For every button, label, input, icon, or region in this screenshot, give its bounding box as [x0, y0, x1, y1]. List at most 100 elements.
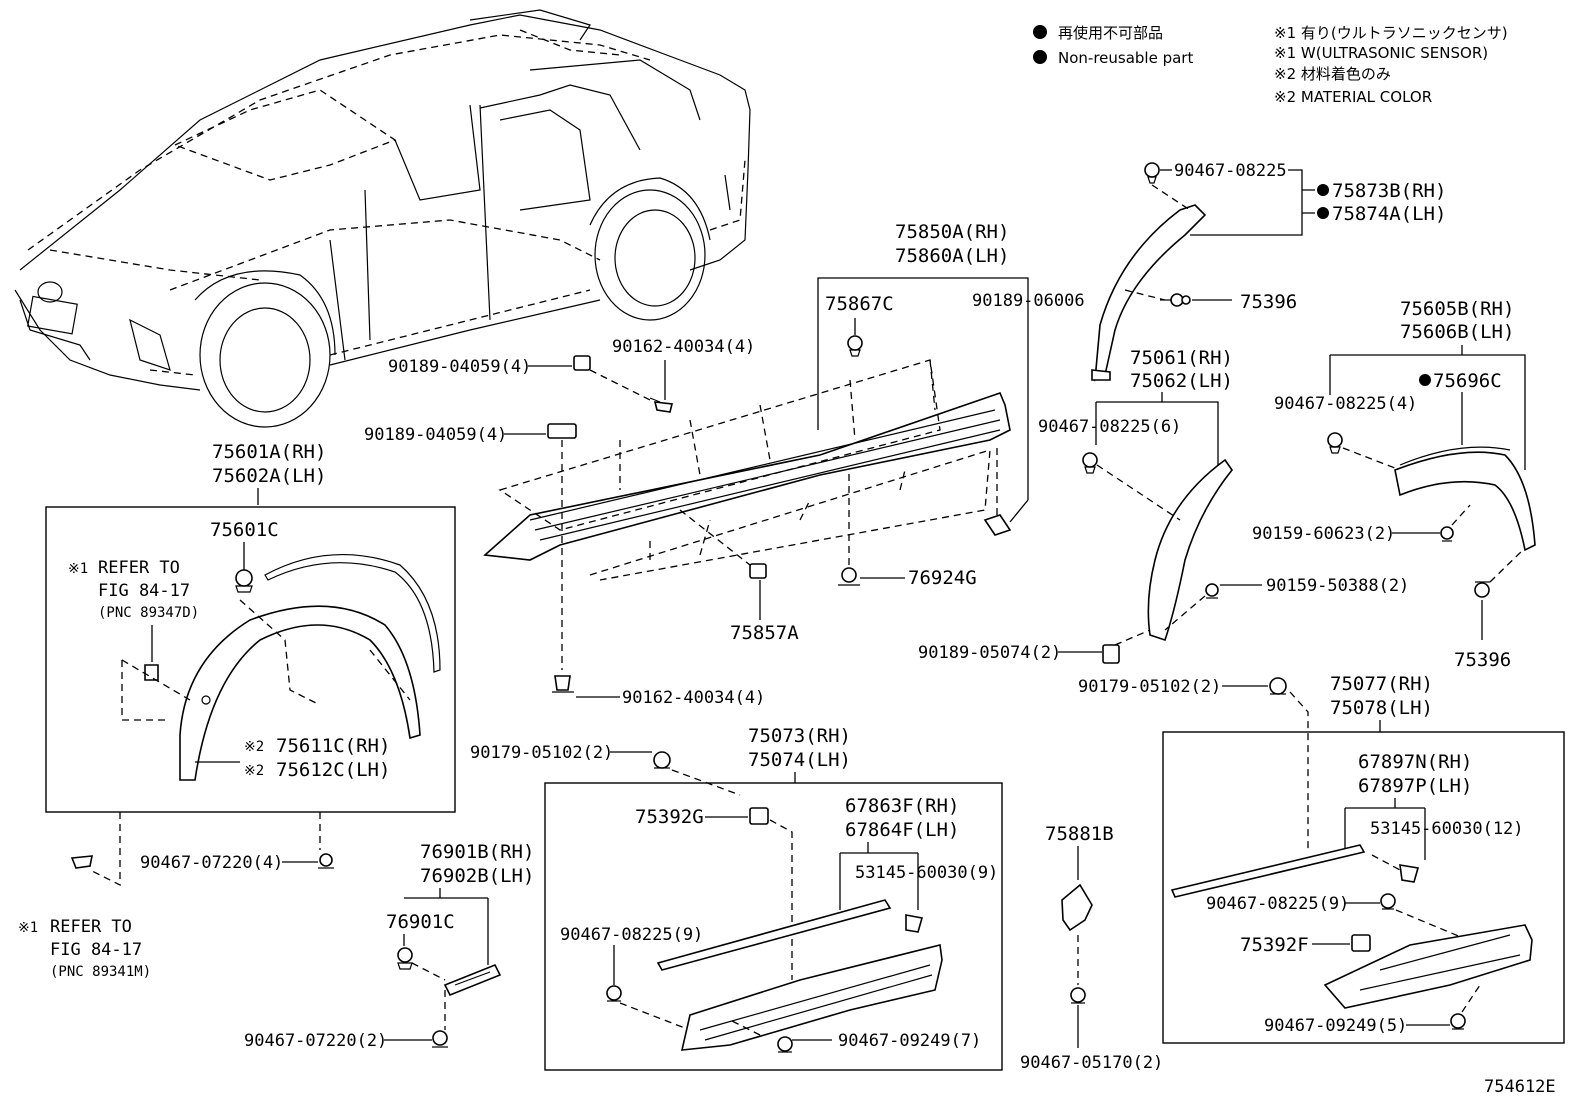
label-75874A: 75874A(LH) [1332, 203, 1446, 225]
label-67863F: 67863F(RH) [845, 795, 959, 817]
label-76902B: 76902B(LH) [420, 865, 534, 887]
label-75850A: 75850A(RH) [895, 221, 1009, 243]
vehicle-illustration [14, 9, 751, 428]
clip-icon [983, 514, 1012, 536]
bracket-group: 75881B 90467-05170(2) [1020, 823, 1163, 1073]
center-lower-box [544, 782, 1003, 1071]
nonreusable-marker-icon [1033, 25, 1047, 39]
legend-note1-jp: ※1 有り(ウルトラソニックセンサ) [1274, 24, 1508, 42]
label-90162-40034-a: 90162-40034(4) [612, 337, 755, 357]
label-90179-05102-right: 90179-05102(2) [1078, 677, 1221, 697]
front-fender-box [45, 506, 456, 813]
center-lower-group: 90179-05102(2) 75073(RH) 75074(LH) 75392… [470, 725, 1003, 1071]
clip-icon [777, 1036, 793, 1053]
label-75611C: 75611C(RH) [276, 735, 390, 757]
note1-mark-b: ※1 [18, 920, 38, 936]
fender-flare-part [179, 605, 421, 781]
label-75602A: 75602A(LH) [212, 465, 326, 487]
label-90467-05170: 90467-05170(2) [1020, 1053, 1163, 1073]
label-90467-09249-5: 90467-09249(5) [1264, 1016, 1407, 1036]
clip-icon [1160, 293, 1191, 307]
label-75612C: 75612C(LH) [276, 759, 390, 781]
label-75061: 75061(RH) [1130, 347, 1233, 369]
label-75867C: 75867C [825, 293, 894, 315]
clip-icon [653, 751, 671, 769]
label-90467-07220-2: 90467-07220(2) [244, 1031, 387, 1051]
legend-nonreusable-en: Non-reusable part [1058, 49, 1193, 67]
rear-arch-group: 75605B(RH) 75606B(LH) 75696C 90467-08225… [1252, 298, 1536, 671]
label-76924G: 76924G [908, 567, 977, 589]
rear-lower-group: 90179-05102(2) 75077(RH) 75078(LH) 67897… [1078, 673, 1565, 1044]
label-90162-40034-b: 90162-40034(4) [622, 688, 765, 708]
clip-icon [397, 947, 413, 970]
screw-icon [649, 397, 673, 413]
rear-garnish-panel-part [1323, 924, 1533, 1009]
label-90189-05074: 90189-05074(2) [918, 643, 1061, 663]
label-90467-08225-4: 90467-08225(4) [1274, 394, 1417, 414]
legend-nonreusable-jp: 再使用不可部品 [1058, 24, 1163, 42]
label-53145-60030-12: 53145-60030(12) [1370, 819, 1524, 839]
rear-arch-part [1394, 451, 1536, 552]
label-refer1-c: (PNC 89347D) [98, 605, 199, 621]
clip-icon [432, 1030, 448, 1048]
clip-icon [838, 567, 860, 586]
label-90467-08225-top: 90467-08225 [1174, 161, 1287, 181]
clip-icon [144, 664, 159, 681]
label-67864F: 67864F(LH) [845, 819, 959, 841]
label-76901C: 76901C [386, 911, 455, 933]
clip-icon [1380, 893, 1396, 910]
clip-icon [1351, 934, 1371, 952]
front-fender-group: 75601A(RH) 75602A(LH) 75601C ※1 REFER TO… [18, 441, 456, 980]
clip-icon [749, 807, 769, 825]
label-75605B: 75605B(RH) [1400, 298, 1514, 320]
label-75392G: 75392G [635, 806, 704, 828]
note2-mark-b: ※2 [244, 763, 264, 779]
label-75073: 75073(RH) [748, 725, 851, 747]
fender-liner-group: 90467-08225 75873B(RH) 75874A(LH) 75396 [1091, 161, 1446, 382]
clip-icon [1399, 864, 1420, 883]
rear-lower-box [1162, 731, 1565, 1044]
label-90179-05102-mid: 90179-05102(2) [470, 743, 613, 763]
label-75077: 75077(RH) [1330, 673, 1433, 695]
label-75601C: 75601C [210, 519, 279, 541]
wheel-arch-molding-part [1147, 458, 1233, 642]
emblem-part [443, 963, 502, 997]
label-75606B: 75606B(LH) [1400, 321, 1514, 343]
label-75062: 75062(LH) [1130, 370, 1233, 392]
label-75857A: 75857A [730, 622, 799, 644]
label-90467-08225-6: 90467-08225(6) [1038, 417, 1181, 437]
label-75601A: 75601A(RH) [212, 441, 326, 463]
clip-icon [905, 914, 924, 933]
label-refer2-c: (PNC 89341M) [50, 964, 151, 980]
fender-trim-strip [264, 553, 441, 673]
legend: 再使用不可部品 Non-reusable part ※1 有り(ウルトラソニック… [1033, 24, 1508, 106]
figure-id: 754612E [1484, 1077, 1556, 1097]
center-garnish-panel-part [680, 944, 943, 1051]
legend-note1-en: ※1 W(ULTRASONIC SENSOR) [1274, 44, 1488, 62]
bracket-part [1061, 883, 1093, 932]
clip-icon [1070, 987, 1086, 1004]
label-refer1-a: REFER TO [98, 558, 180, 578]
label-refer2-a: REFER TO [50, 917, 132, 937]
label-75396-right: 75396 [1454, 649, 1511, 671]
center-garnish-strip-part [656, 899, 892, 971]
label-75860A: 75860A(LH) [895, 245, 1009, 267]
nonreusable-marker-icon [1033, 50, 1047, 64]
clip-icon [1082, 452, 1098, 474]
label-67897P: 67897P(LH) [1358, 775, 1472, 797]
label-90467-09249-7: 90467-09249(7) [838, 1031, 981, 1051]
clip-icon [547, 423, 577, 439]
clip-icon [573, 355, 591, 371]
clip-icon [70, 855, 93, 869]
clip-icon [1440, 526, 1454, 542]
clip-icon [1102, 644, 1120, 664]
wheel-arch-molding-group: 75061(RH) 75062(LH) 90467-08225(6) 90159… [918, 347, 1409, 664]
label-75881B: 75881B [1045, 823, 1114, 845]
label-67897N: 67897N(RH) [1358, 751, 1472, 773]
label-75392F: 75392F [1240, 934, 1309, 956]
label-90189-06006: 90189-06006 [972, 291, 1085, 311]
label-90159-60623: 90159-60623(2) [1252, 524, 1395, 544]
clip-icon [1269, 677, 1287, 695]
label-75873B: 75873B(RH) [1332, 180, 1446, 202]
emblem-group: 76901B(RH) 76902B(LH) 76901C 90467-07220… [244, 841, 534, 1051]
